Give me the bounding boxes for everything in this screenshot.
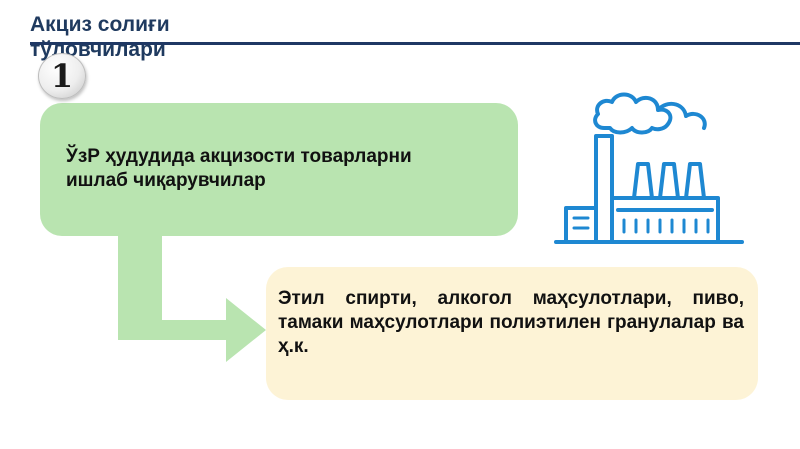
producers-text: ЎзР ҳудудида акцизости товарларни ишлаб … <box>66 146 412 191</box>
chimney-3 <box>684 162 706 200</box>
smoke-trail <box>658 101 707 130</box>
step-number: 1 <box>50 57 74 95</box>
factory-building <box>610 196 720 244</box>
chimney-main <box>594 134 614 244</box>
smoke-cloud <box>593 92 673 135</box>
products-box: Этил спирти, алкогол маҳсулотлари, пиво,… <box>266 267 758 400</box>
products-text: Этил спирти, алкогол маҳсулотлари, пиво,… <box>278 288 744 357</box>
factory-icon <box>554 92 744 244</box>
chimney-1 <box>632 162 654 200</box>
step-number-badge: 1 <box>38 53 86 99</box>
producers-box: ЎзР ҳудудида акцизости товарларни ишлаб … <box>40 103 518 236</box>
title-underline <box>30 42 800 45</box>
annex-building <box>564 206 598 244</box>
chimney-2 <box>658 162 680 200</box>
